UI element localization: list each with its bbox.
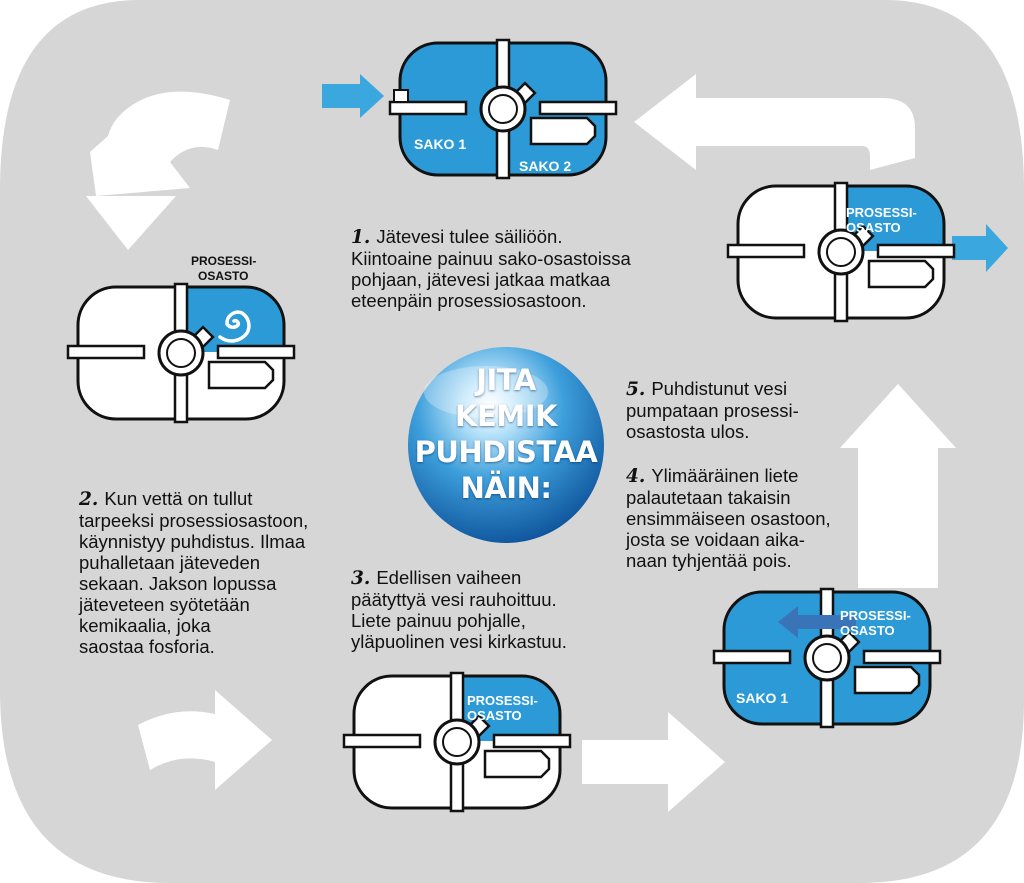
step3-text: 3.Edellisen vaiheen päätyttyä vesi rauho… — [351, 567, 567, 652]
step-line: tarpeeksi prosessiosastoon, — [79, 510, 309, 531]
step-line: puhalletaan jäteveden — [79, 552, 261, 573]
step-line: josta se voidaan aika- — [626, 529, 805, 550]
center-badge-line: NÄIN: — [460, 471, 552, 505]
tank3-label-line1: PROSESSI- — [467, 693, 538, 708]
tank-step4 — [712, 587, 942, 729]
center-badge-title: JITA KEMIK PUHDISTAA NÄIN: — [406, 362, 606, 506]
step-line: Jätevesi tulee säiliöön. — [376, 226, 563, 247]
step-line: Kiintoaine painuu sako-osastoissa — [351, 248, 631, 269]
sludge-return-arrow-icon — [778, 606, 856, 638]
step1-number: 1. — [351, 227, 371, 248]
center-badge — [408, 347, 604, 543]
tank-step5 — [726, 181, 956, 323]
tank1-label-sako2: SAKO 2 — [519, 158, 572, 174]
step3-number: 3. — [351, 568, 371, 589]
step-line: päätyttyä vesi rauhoittuu. — [351, 589, 557, 610]
center-badge-line: KEMIK — [455, 399, 557, 433]
inflow-arrow-icon — [322, 74, 384, 118]
cycle-arrow-bottom-middle — [582, 712, 725, 812]
tank-step3 — [342, 671, 572, 813]
step-line: yläpuolinen vesi kirkastuu. — [351, 631, 567, 652]
swirl-aeration-icon — [218, 310, 251, 343]
step-line: Liete painuu pohjalle, — [351, 610, 526, 631]
tank5-label-line1: PROSESSI- — [846, 205, 917, 220]
step-line: pohjaan, jätevesi jatkaa matkaa — [351, 269, 611, 290]
step-line: naan tyhjentää pois. — [626, 550, 792, 571]
center-badge-line: JITA — [476, 363, 536, 397]
step2-number: 2. — [79, 489, 99, 510]
step-line: pumpataan prosessi- — [626, 400, 799, 421]
step5-number: 5. — [626, 379, 646, 400]
tank-step1 — [388, 38, 618, 180]
step-line: kemikaalia, joka — [79, 615, 211, 636]
step-line: Edellisen vaiheen — [376, 567, 522, 588]
step-line: osastosta ulos. — [626, 421, 750, 442]
center-badge-line: PUHDISTAA — [414, 435, 598, 469]
cycle-arrow-bottom-left — [138, 690, 272, 790]
step-line: saostaa fosforia. — [79, 636, 215, 657]
step2-text: 2.Kun vettä on tullut tarpeeksi prosessi… — [79, 488, 308, 657]
step-line: palautetaan takaisin — [626, 487, 791, 508]
tank2-label-line2: OSASTO — [198, 269, 249, 283]
step-line: jäteveteen syötetään — [79, 594, 250, 615]
step1-text: 1.Jätevesi tulee säiliöön. Kiintoaine pa… — [351, 226, 631, 311]
tank-step2 — [66, 282, 296, 424]
step-line: Puhdistunut vesi — [651, 378, 788, 399]
step-line: käynnistyy puhdistus. Ilmaa — [79, 531, 306, 552]
cycle-arrow-top-right — [634, 74, 915, 170]
step-line: eteenpäin prosessiosastoon. — [351, 290, 587, 311]
step-line: Ylimääräinen liete — [651, 465, 799, 486]
cycle-arrow-top-left — [86, 91, 230, 250]
tank1-label-sako1: SAKO 1 — [414, 136, 467, 152]
step5-text: 5.Puhdistunut vesi pumpataan prosessi- o… — [626, 378, 799, 442]
tank3-label-line2: OSASTO — [467, 708, 522, 723]
step-line: Kun vettä on tullut — [104, 488, 253, 509]
outflow-arrow-icon — [952, 224, 1008, 272]
step-line: ensimmäiseen osastoon, — [626, 508, 831, 529]
tank2-label-line1: PROSESSI- — [191, 254, 257, 268]
tank4-label-line1: PROSESSI- — [840, 608, 911, 623]
step-line: sekaan. Jakson lopussa — [79, 573, 277, 594]
tank5-label-line2: OSASTO — [846, 220, 901, 235]
tank4-label-sako1: SAKO 1 — [736, 690, 789, 706]
step4-text: 4.Ylimääräinen liete palautetaan takaisi… — [626, 465, 831, 571]
step4-number: 4. — [626, 466, 646, 487]
cycle-arrow-right-up — [840, 384, 956, 588]
tank4-label-line2: OSASTO — [840, 623, 895, 638]
